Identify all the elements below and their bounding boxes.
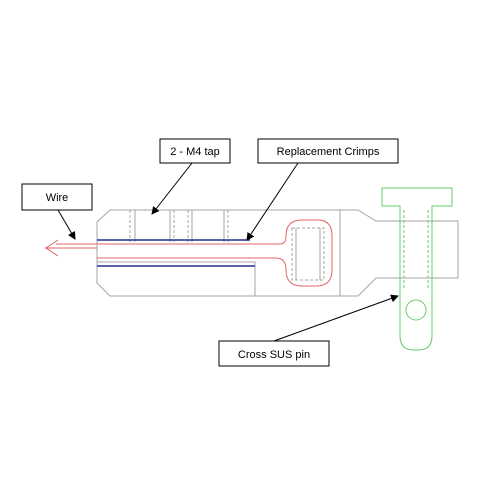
callout-m4-tap-label: 2 - M4 tap [170,146,220,158]
callout-cross-sus-pin: Cross SUS pin [218,294,399,367]
callout-replacement-crimps: Replacement Crimps [246,138,399,241]
replacement-crimp-lines [97,239,255,267]
callout-wire: Wire [21,183,93,240]
callout-replacement-crimps-label: Replacement Crimps [277,146,380,158]
callout-wire-label: Wire [46,192,69,204]
connector-body [96,209,459,297]
cross-sus-pin [381,187,453,351]
callout-cross-sus-pin-label: Cross SUS pin [238,349,310,361]
callout-cross-sus-pin-arrow [273,294,399,342]
callout-m4-tap-arrow [151,162,193,215]
callout-m4-tap: 2 - M4 tap [151,138,231,215]
wire-path [45,219,333,287]
callout-replacement-crimps-arrow [246,162,299,241]
callout-wire-arrow [57,209,76,240]
